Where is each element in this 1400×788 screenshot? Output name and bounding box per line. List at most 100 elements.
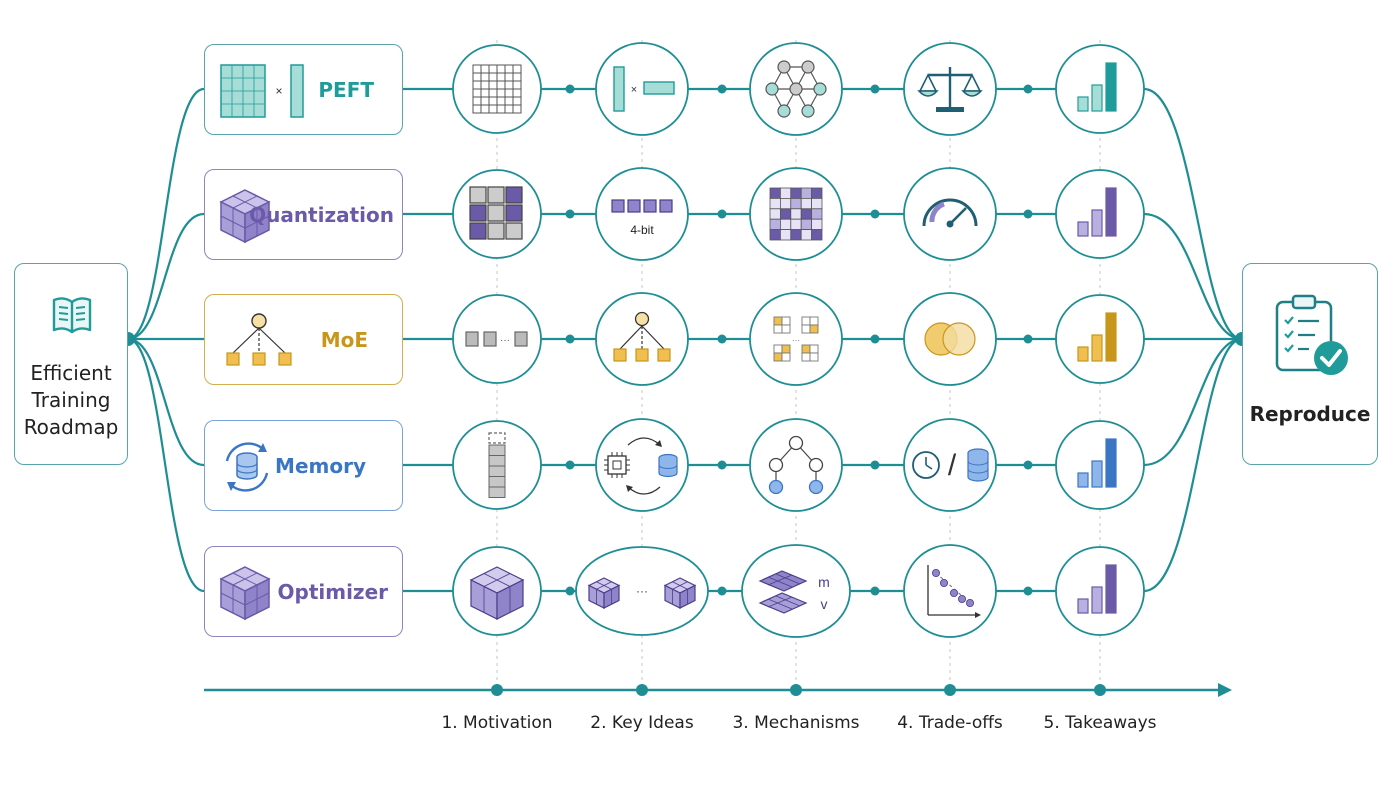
timeline-stage-dot xyxy=(790,684,802,696)
connector-dot xyxy=(870,586,880,596)
connector-dot xyxy=(1023,209,1033,219)
moment-layers-icon: mv xyxy=(758,570,830,614)
stage-node-peft-1[interactable] xyxy=(452,44,542,134)
stage-node-memory-4[interactable]: / xyxy=(903,418,997,512)
time-vs-memory-icon: / xyxy=(912,448,989,482)
weight-grid-icon xyxy=(472,64,522,114)
connector-dot xyxy=(717,460,727,470)
open-book-icon xyxy=(52,297,92,334)
stage-node-optimizer-4[interactable] xyxy=(903,544,997,638)
topic-card-optimizer[interactable]: Optimizer xyxy=(204,546,403,637)
stage-node-moe-4[interactable] xyxy=(903,292,997,386)
bar-chart-icon xyxy=(1077,564,1117,614)
cube-icon xyxy=(219,566,271,621)
connector-dot xyxy=(870,460,880,470)
stage-node-peft-2[interactable]: × xyxy=(595,42,689,136)
connector-dot xyxy=(1023,334,1033,344)
moment-m-label: m xyxy=(818,574,830,590)
connector-dot xyxy=(717,334,727,344)
cube-icon xyxy=(219,189,271,244)
stage-node-moe-2[interactable] xyxy=(595,292,689,386)
stage-node-peft-4[interactable] xyxy=(903,42,997,136)
stage-node-moe-5[interactable] xyxy=(1055,294,1145,384)
connector-dot xyxy=(1023,460,1033,470)
topic-label-quantization: Quantization xyxy=(249,202,394,227)
topic-card-moe[interactable]: MoE xyxy=(204,294,403,385)
topic-label-memory: Memory xyxy=(275,453,366,478)
venn-overlap-icon xyxy=(924,322,976,356)
timeline-stage-dot xyxy=(491,684,503,696)
timeline-arrow xyxy=(1218,683,1232,697)
stage-node-quantization-2[interactable]: 4-bit xyxy=(595,167,689,261)
bar-chart-icon xyxy=(1077,312,1117,362)
timeline-stage-dot xyxy=(1094,684,1106,696)
connector-dot xyxy=(565,334,575,344)
stage-label-trade-offs: 4. Trade-offs xyxy=(897,713,1003,733)
merge-connector xyxy=(1143,212,1243,341)
connector-dot xyxy=(565,209,575,219)
database-sync-icon xyxy=(225,442,269,492)
low-rank-matrix-icon: × xyxy=(220,64,304,118)
bar-chart-icon xyxy=(1077,438,1117,488)
ellipsis-glyph: ··· xyxy=(636,584,648,598)
reproduce-goal-card: Reproduce xyxy=(1242,263,1378,465)
stage-node-optimizer-1[interactable] xyxy=(452,546,542,636)
recompute-tree-icon xyxy=(768,435,824,495)
topic-label-peft: PEFT xyxy=(318,77,374,102)
connector-dot xyxy=(717,586,727,596)
connector-dot xyxy=(870,209,880,219)
connector-dot xyxy=(717,84,727,94)
stage-node-memory-1[interactable] xyxy=(452,420,542,510)
timeline-stage-dot xyxy=(636,684,648,696)
stage-node-moe-3[interactable]: ··· xyxy=(749,292,843,386)
connector-dot xyxy=(565,460,575,470)
matrix-product-icon: × xyxy=(613,66,675,112)
sharded-cubes-icon: ··· xyxy=(587,577,697,609)
stage-node-quantization-4[interactable] xyxy=(903,167,997,261)
gauge-icon xyxy=(922,198,978,228)
stage-node-quantization-5[interactable] xyxy=(1055,169,1145,259)
merge-connector xyxy=(1143,87,1243,341)
branch-connector xyxy=(127,337,205,593)
loss-curve-icon xyxy=(927,565,981,618)
stage-node-optimizer-3[interactable]: mv xyxy=(741,544,851,638)
expert-routing-icon xyxy=(226,313,292,366)
token-sequence-icon: ··· xyxy=(465,331,528,347)
topic-card-quantization[interactable]: Quantization xyxy=(204,169,403,260)
merge-connector xyxy=(1143,337,1243,593)
topic-label-optimizer: Optimizer xyxy=(277,579,389,604)
stage-node-peft-3[interactable] xyxy=(749,42,843,136)
stage-node-quantization-1[interactable] xyxy=(452,169,542,259)
stage-node-optimizer-2[interactable]: ··· xyxy=(575,546,709,636)
stage-node-memory-2[interactable] xyxy=(595,418,689,512)
topic-card-peft[interactable]: × PEFT xyxy=(204,44,403,135)
branch-connector xyxy=(127,212,205,341)
times-glyph: × xyxy=(275,84,282,98)
block-grid-icon xyxy=(469,186,523,240)
stage-node-peft-5[interactable] xyxy=(1055,44,1145,134)
stage-node-memory-5[interactable] xyxy=(1055,420,1145,510)
stage-node-moe-1[interactable]: ··· xyxy=(452,294,542,384)
stage-label-takeaways: 5. Takeaways xyxy=(1043,713,1157,733)
stage-label-motivation: 1. Motivation xyxy=(441,713,553,733)
bar-chart-icon xyxy=(1077,187,1117,237)
roadmap-title: Efficient Training Roadmap xyxy=(23,361,119,439)
ellipsis-glyph: ··· xyxy=(500,335,510,346)
stage-label-key-ideas: 2. Key Ideas xyxy=(590,713,694,733)
stage-node-memory-3[interactable] xyxy=(749,418,843,512)
times-glyph: × xyxy=(631,84,637,96)
quantized-grid-icon xyxy=(769,187,823,241)
four-bit-label: 4-bit xyxy=(630,223,654,237)
4-bit-blocks-icon: 4-bit xyxy=(611,199,673,237)
topic-label-moe: MoE xyxy=(320,327,368,352)
stage-node-quantization-3[interactable] xyxy=(749,167,843,261)
connector-dot xyxy=(1023,84,1033,94)
connector-dot xyxy=(870,84,880,94)
state-cube-icon xyxy=(469,566,525,620)
stage-node-optimizer-5[interactable] xyxy=(1055,546,1145,636)
ellipsis-glyph: ··· xyxy=(792,336,800,345)
stage-label-mechanisms: 3. Mechanisms xyxy=(732,713,860,733)
topic-card-memory[interactable]: Memory xyxy=(204,420,403,511)
connector-dot xyxy=(565,586,575,596)
network-graph-icon xyxy=(765,60,827,118)
